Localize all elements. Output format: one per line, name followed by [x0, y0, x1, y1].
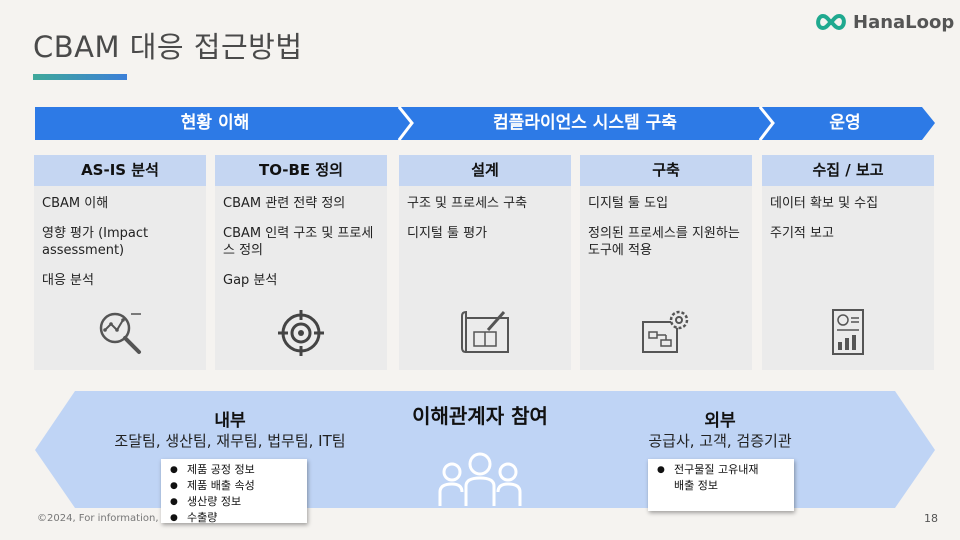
phase-label-build: 컴플라이언스 시스템 구축	[493, 113, 677, 133]
phase-arrow-3	[761, 107, 935, 140]
card-item: 주기적 보고	[770, 226, 834, 241]
card-item: 구조 및 프로세스 구축	[407, 196, 528, 211]
page-number: 18	[924, 512, 938, 525]
card-item: CBAM 이해	[42, 196, 109, 211]
note-item: 제품 배출 속성	[170, 478, 307, 494]
note-item: 수출량	[170, 510, 307, 526]
card-to-be: TO-BE 정의 CBAM 관련 전략 정의 CBAM 인력 구조 및 프로세스…	[215, 155, 387, 370]
card-item: 대응 분석	[42, 273, 94, 288]
card-header: AS-IS 분석	[34, 155, 206, 186]
card-item: 데이터 확보 및 수집	[770, 196, 879, 211]
card-design: 설계 구조 및 프로세스 구축 디지털 툴 평가	[399, 155, 571, 370]
card-item: 디지털 툴 도입	[588, 196, 669, 211]
card-as-is: AS-IS 분석 CBAM 이해 영향 평가 (Impact assessmen…	[34, 155, 206, 370]
note-item: 제품 공정 정보	[170, 462, 307, 478]
logo-text: HanaLoop	[853, 11, 955, 33]
target-icon	[278, 310, 324, 356]
card-header: 설계	[399, 155, 571, 186]
card-item: 영향 평가 (Impact assessment)	[42, 226, 149, 258]
report-icon	[832, 309, 864, 355]
people-group-icon	[438, 452, 522, 506]
external-teams: 공급사, 고객, 검증기관	[648, 432, 792, 450]
phase-arrow-1	[35, 107, 411, 140]
card-item: 디지털 툴 평가	[407, 226, 488, 241]
gear-blueprint-icon	[642, 310, 689, 353]
note-item: 전구물질 고유내재 배출 정보	[657, 462, 770, 494]
footer-copyright: ©2024, For information,	[37, 513, 159, 524]
internal-teams: 조달팀, 생산팀, 재무팀, 법무팀, IT팀	[114, 432, 346, 450]
internal-title: 내부	[214, 411, 246, 431]
phase-arrow-bar	[35, 106, 935, 141]
external-title: 외부	[704, 411, 736, 431]
card-collect-report: 수집 / 보고 데이터 확보 및 수집 주기적 보고	[762, 155, 934, 370]
card-build: 구축 디지털 툴 도입 정의된 프로세스를 지원하는 도구에 적용	[580, 155, 752, 370]
note-item: 생산량 정보	[170, 494, 307, 510]
card-header: 구축	[580, 155, 752, 186]
card-item: 정의된 프로세스를 지원하는 도구에 적용	[588, 226, 740, 258]
magnifier-chart-icon	[99, 312, 141, 354]
card-item: Gap 분석	[223, 273, 278, 288]
card-item: CBAM 관련 전략 정의	[223, 196, 346, 211]
external-notes: 전구물질 고유내재 배출 정보	[648, 459, 794, 511]
blueprint-icon	[461, 310, 509, 354]
page-title: CBAM 대응 접근방법	[33, 30, 303, 64]
hanaloop-logo: HanaLoop	[813, 9, 954, 35]
phase-label-operate: 운영	[829, 113, 861, 133]
stakeholder-title: 이해관계자 참여	[412, 404, 548, 428]
card-header: TO-BE 정의	[215, 155, 387, 186]
title-underline	[33, 74, 127, 80]
card-item: CBAM 인력 구조 및 프로세스 정의	[223, 226, 374, 258]
phase-arrow-2	[400, 107, 772, 140]
phase-label-understanding: 현황 이해	[180, 113, 250, 133]
infinity-logo-icon	[816, 13, 846, 31]
internal-notes: 제품 공정 정보 제품 배출 속성 생산량 정보 수출량	[161, 459, 307, 526]
card-header: 수집 / 보고	[762, 155, 934, 186]
